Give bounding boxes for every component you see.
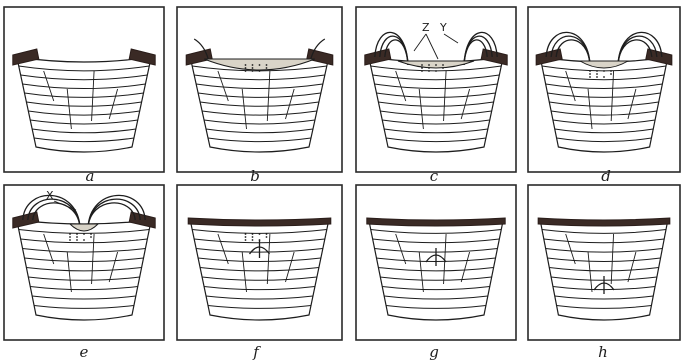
stipple-dot xyxy=(252,64,254,66)
stipple-dot xyxy=(83,233,85,235)
stipple-dot xyxy=(596,76,598,78)
stipple-dot xyxy=(421,70,423,72)
stipple-dot xyxy=(69,236,71,238)
stipple-dot xyxy=(596,73,598,75)
stipple-dot xyxy=(90,236,92,238)
stipple-dot xyxy=(69,233,71,235)
stipple-dot xyxy=(259,239,261,241)
stipple-dot xyxy=(76,233,78,235)
wood-block xyxy=(17,220,151,320)
callout-x: X xyxy=(46,189,54,202)
panel-label-a: a xyxy=(86,167,95,185)
panel-label-d: d xyxy=(601,167,611,185)
stipple-dot xyxy=(589,70,591,72)
stipple-dot xyxy=(252,233,254,235)
stipple-dot xyxy=(69,239,71,241)
stipple-dot xyxy=(610,70,612,72)
panel-b xyxy=(177,7,342,172)
panel-label-e: e xyxy=(80,343,89,361)
panel-e: X xyxy=(4,185,164,340)
panel-label-f: f xyxy=(252,343,261,361)
stipple-dot xyxy=(435,64,437,66)
stipple-dot xyxy=(90,233,92,235)
panel-label-c: c xyxy=(430,167,439,185)
panel-a xyxy=(4,7,164,172)
callout-z: Z xyxy=(422,21,430,34)
panel-label-g: g xyxy=(429,343,439,361)
stipple-dot xyxy=(83,239,85,241)
stipple-dot xyxy=(76,236,78,238)
stipple-dot xyxy=(428,70,430,72)
stipple-dot xyxy=(266,236,268,238)
stipple-dot xyxy=(428,64,430,66)
stipple-dot xyxy=(245,236,247,238)
stipple-dot xyxy=(245,64,247,66)
stipple-dot xyxy=(421,67,423,69)
panel-label-b: b xyxy=(250,167,260,185)
stipple-dot xyxy=(428,67,430,69)
callout-y: Y xyxy=(439,21,447,34)
stipple-dot xyxy=(442,64,444,66)
stipple-dot xyxy=(266,67,268,69)
stipple-dot xyxy=(259,233,261,235)
stipple-dot xyxy=(589,73,591,75)
stipple-dot xyxy=(266,64,268,66)
wood-block xyxy=(369,220,503,320)
stipple-dot xyxy=(610,73,612,75)
stipple-dot xyxy=(245,70,247,72)
stipple-dot xyxy=(435,70,437,72)
stipple-dot xyxy=(76,239,78,241)
panel-f xyxy=(177,185,342,340)
stipple-dot xyxy=(259,64,261,66)
panel-d xyxy=(528,7,680,172)
stipple-dot xyxy=(589,76,591,78)
panel-g xyxy=(356,185,516,340)
stipple-dot xyxy=(421,64,423,66)
wood-block xyxy=(540,220,668,320)
stipple-dot xyxy=(442,67,444,69)
stipple-dot xyxy=(245,67,247,69)
stipple-dot xyxy=(259,70,261,72)
panel-h xyxy=(528,185,680,340)
stipple-dot xyxy=(245,233,247,235)
stipple-dot xyxy=(603,76,605,78)
wood-block xyxy=(190,220,329,320)
stipple-dot xyxy=(252,67,254,69)
panel-label-h: h xyxy=(598,343,608,361)
stipple-dot xyxy=(603,70,605,72)
stipple-dot xyxy=(252,239,254,241)
stipple-dot xyxy=(245,239,247,241)
stipple-dot xyxy=(252,236,254,238)
stipple-dot xyxy=(266,233,268,235)
stipple-dot xyxy=(596,70,598,72)
stipple-dot xyxy=(252,70,254,72)
